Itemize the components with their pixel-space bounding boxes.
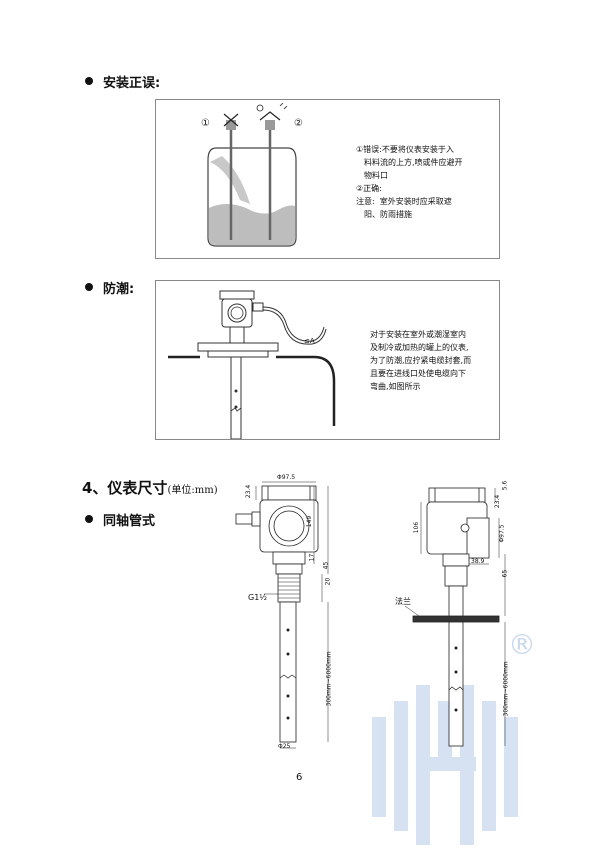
note-caution-line2: 阳、防雨措施: [364, 210, 412, 219]
section-title-dimensions: 4、仪表尺寸(单位:mm): [82, 477, 218, 498]
moisture-note-line: 弯曲,如图所示: [370, 382, 421, 391]
dim-5-6: 5.6: [501, 480, 509, 491]
watermark-logo-icon: [372, 685, 518, 845]
marker-wrong: ①: [201, 118, 210, 129]
dimensions-title: 4、仪表尺寸: [82, 479, 168, 497]
subtitle-coaxial: 同轴管式: [103, 514, 156, 529]
note-caution-line1: 室外安装时应采取遮: [379, 197, 452, 206]
dim-23-4-right: 23.4: [494, 494, 502, 509]
moisture-diagram: [168, 290, 336, 439]
moisture-note-line: 对于安装在室外或潮湿室内: [370, 330, 466, 339]
page-number: 6: [296, 772, 303, 783]
dim-23-4: 23.4: [245, 484, 253, 499]
dim-65: 65: [501, 569, 509, 578]
note-item1-line1: 错误:不要将仪表安装于入: [363, 145, 454, 154]
bullet-icon: [85, 515, 93, 523]
dim-length-right: 300mm~6000mm: [502, 661, 510, 717]
dim-length-left: 300mm~6000mm: [325, 651, 333, 707]
dim-20: 20: [324, 577, 332, 586]
drawing-right: 5.6 23.4 106 Φ97.5 38.9 65 法兰 300mm~6000…: [395, 478, 515, 758]
dimensions-unit: (单位:mm): [167, 485, 218, 496]
marker-right: ②: [294, 118, 303, 129]
dim-45: 45: [322, 561, 330, 570]
note-item2-marker: ②: [356, 184, 364, 193]
bullet-icon: [85, 283, 93, 291]
note-item1-line3: 物料口: [364, 171, 388, 180]
drawing-left: Φ97.5 23.4 149 17 45 20 G1½ 300mm~6000mm…: [228, 474, 340, 758]
moisture-note-line: 及制冷或加热的罐上的仪表,: [370, 343, 469, 352]
dim-106: 106: [413, 521, 421, 534]
bullet-icon: [85, 77, 93, 85]
dim-17: 17: [308, 553, 316, 562]
dim-97-5-right: Φ97.5: [498, 524, 506, 543]
section-title-install: 安装正误:: [103, 76, 161, 91]
dim-149: 149: [306, 515, 314, 528]
dim-38-9: 38.9: [471, 558, 485, 565]
cable-label: ≤A: [304, 337, 315, 345]
dim-tube-dia: Φ25: [278, 743, 291, 750]
registered-mark: ®: [508, 628, 536, 661]
install-notes: ①错误:不要将仪表安装于入 料料流的上方,喷或件应避开 物料口 ②正确: 注意:…: [356, 143, 494, 221]
install-panel: ① ② ①错误:不要将仪表安装于入 料料流的上方,喷或件应避开 物料口 ②正确:…: [155, 99, 500, 259]
flange-label: 法兰: [395, 597, 411, 606]
note-item1-marker: ①: [356, 145, 364, 154]
moisture-note-line: 且要在进线口处使电缆向下: [370, 369, 466, 378]
moisture-notes: 对于安装在室外或潮湿室内 及制冷或加热的罐上的仪表, 为了防潮,应拧紧电缆封套,…: [370, 328, 495, 393]
note-item2-label: 正确:: [363, 184, 382, 193]
dim-top-width: Φ97.5: [277, 474, 296, 481]
moisture-note-line: 为了防潮,应拧紧电缆封套,而: [370, 356, 472, 365]
section-title-moisture: 防潮:: [103, 282, 135, 297]
moisture-panel: ≤A 对于安装在室外或潮湿室内 及制冷或加热的罐上的仪表, 为了防潮,应拧紧电缆…: [155, 280, 500, 440]
install-diagram: [207, 102, 297, 247]
note-caution-label: 注意:: [356, 197, 375, 206]
dim-thread: G1½: [248, 593, 268, 602]
note-item1-line2: 料料流的上方,喷或件应避开: [364, 158, 463, 167]
